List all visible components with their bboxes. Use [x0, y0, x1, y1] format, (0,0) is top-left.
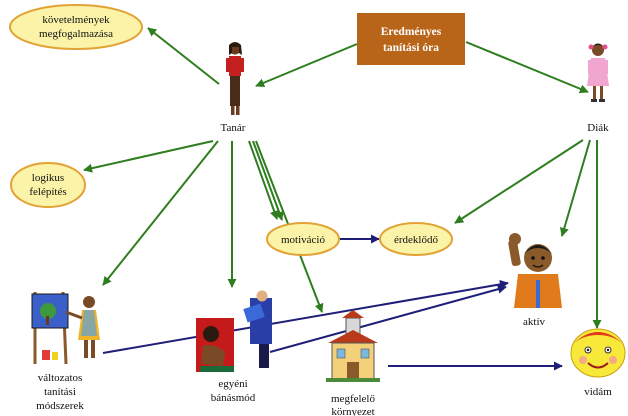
smiley-face-icon	[570, 328, 626, 378]
arrow-teacher-to-methods	[102, 140, 219, 286]
oval-requirements-line2: megfogalmazása	[39, 28, 113, 40]
painter-easel-icon	[31, 291, 100, 365]
cheerful-label: vidám	[584, 386, 612, 398]
oval-logical-line2: felépítés	[29, 186, 66, 198]
arrow-teacher-to-requirements	[147, 27, 220, 85]
raised-hand-icon	[508, 233, 562, 308]
arrow-teacher-to-logical	[83, 140, 214, 173]
individual-line2: bánásmód	[211, 392, 256, 404]
individual-figure: egyéni bánásmód	[196, 290, 272, 404]
individual-line1: egyéni	[218, 378, 247, 390]
oval-logical-line1: logikus	[32, 172, 64, 184]
oval-logical: logikus felépítés	[10, 162, 86, 208]
oval-motivation-label: motiváció	[281, 234, 325, 246]
methods-line3: módszerek	[36, 400, 84, 412]
arrow-teacher-to-motivation-2	[252, 140, 284, 221]
oval-interest-label: érdeklődő	[394, 234, 438, 246]
arrow-box-to-teacher	[255, 43, 358, 88]
environment-figure: megfelelő környezet	[326, 310, 380, 416]
arrow-teacher-to-motivation	[248, 140, 279, 220]
environment-line1: megfelelő	[331, 393, 375, 405]
oval-motivation: motiváció	[266, 222, 340, 256]
methods-line1: változatos	[38, 372, 83, 384]
navy-arrows	[102, 234, 563, 371]
arrow-individual-to-active	[269, 284, 507, 353]
tutoring-icon	[196, 290, 272, 372]
oval-requirements: követelmények megfogalmazása	[9, 4, 143, 50]
oval-interest: érdeklődő	[379, 222, 453, 256]
arrow-box-to-student	[465, 41, 589, 94]
arrow-student-to-active	[559, 139, 591, 237]
student-figure: Diák	[587, 43, 609, 134]
student-label: Diák	[587, 122, 609, 134]
teacher-figure: Tanár	[221, 42, 246, 134]
methods-figure: változatos tanítási módszerek	[31, 291, 100, 412]
active-label: aktív	[523, 316, 545, 328]
central-box-line2: tanítási óra	[383, 42, 439, 54]
cheerful-figure: vidám	[570, 328, 626, 398]
arrow-student-to-interest	[454, 139, 584, 224]
arrow-methods-to-active	[102, 279, 509, 354]
oval-requirements-line1: követelmények	[42, 14, 110, 26]
methods-line2: tanítási	[44, 386, 76, 398]
teacher-icon	[226, 42, 244, 115]
student-icon	[587, 43, 609, 102]
active-figure: aktív	[508, 233, 562, 328]
teacher-label: Tanár	[221, 122, 246, 134]
environment-line2: környezet	[331, 406, 374, 416]
central-box: Eredményes tanítási óra	[357, 13, 465, 65]
central-box-line1: Eredményes	[381, 26, 442, 38]
schoolhouse-icon	[326, 310, 380, 382]
